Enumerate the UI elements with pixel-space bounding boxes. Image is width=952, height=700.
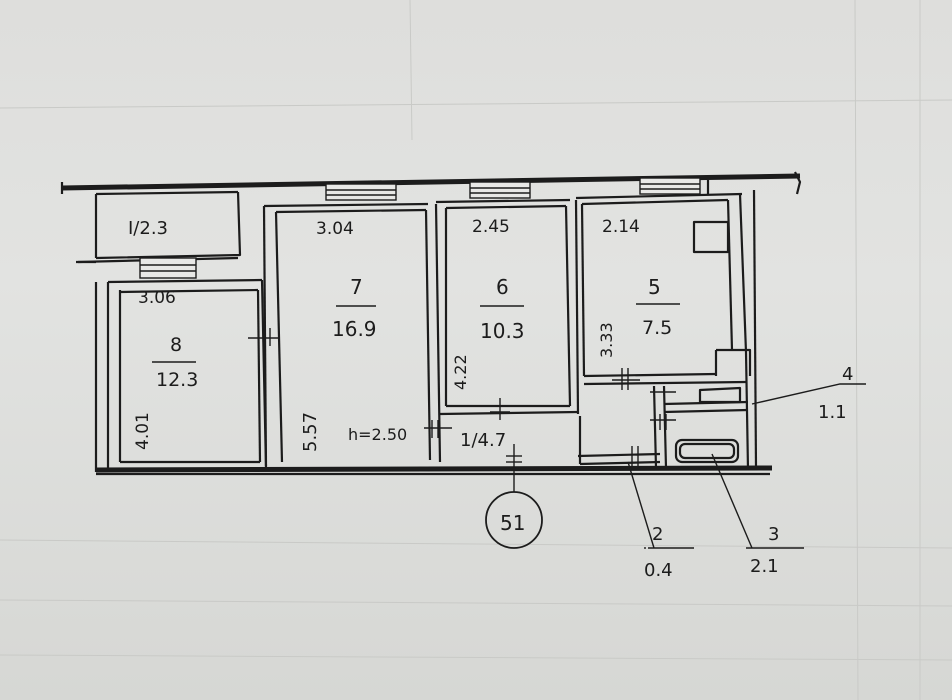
outer-walls	[60, 171, 802, 476]
room-3-number: 3	[768, 524, 779, 545]
room-4-number: 4	[842, 364, 853, 385]
room-8-number: 8	[170, 334, 182, 356]
room-I-walls	[95, 190, 242, 260]
room-8-area: 12.3	[156, 369, 198, 391]
room-6-depth: 4.22	[451, 354, 470, 390]
room-7-walls	[262, 183, 452, 467]
room-6-width: 2.45	[472, 217, 510, 237]
room-7-area: 16.9	[332, 317, 377, 341]
sanitary-block	[506, 385, 749, 492]
room-5-walls	[575, 177, 752, 390]
room-4-area: 1.1	[818, 402, 847, 423]
room-5-width: 2.14	[602, 217, 640, 237]
room-6-area: 10.3	[480, 319, 525, 343]
room-5-area: 7.5	[642, 317, 672, 339]
room-1-label: 1/4.7	[460, 430, 506, 451]
room-5-number: 5	[648, 275, 661, 299]
flat-number: 51	[500, 511, 525, 535]
room-8-depth: 4.01	[133, 412, 153, 450]
room-7-width: 3.04	[316, 219, 354, 239]
room-8-width: 3.06	[138, 288, 176, 308]
room-7-number: 7	[350, 275, 363, 299]
room-8-walls	[77, 256, 278, 469]
room-3-area: 2.1	[750, 556, 779, 577]
flat-number-circle	[485, 491, 543, 549]
room-labels: I/2.3 3.06 8 12.3 4.01 3.04 7 16.9 5.57 …	[128, 217, 853, 581]
room-2-number: 2	[652, 524, 663, 545]
room-7-depth: 5.57	[300, 412, 321, 452]
room-2-area: 0.4	[644, 560, 673, 581]
leader-lines	[627, 383, 866, 549]
room-6-walls	[435, 181, 580, 420]
room-6-number: 6	[496, 275, 509, 299]
room-5-depth: 3.33	[597, 322, 616, 358]
ceiling-height: h=2.50	[348, 425, 407, 444]
room-I-label: I/2.3	[128, 218, 168, 239]
